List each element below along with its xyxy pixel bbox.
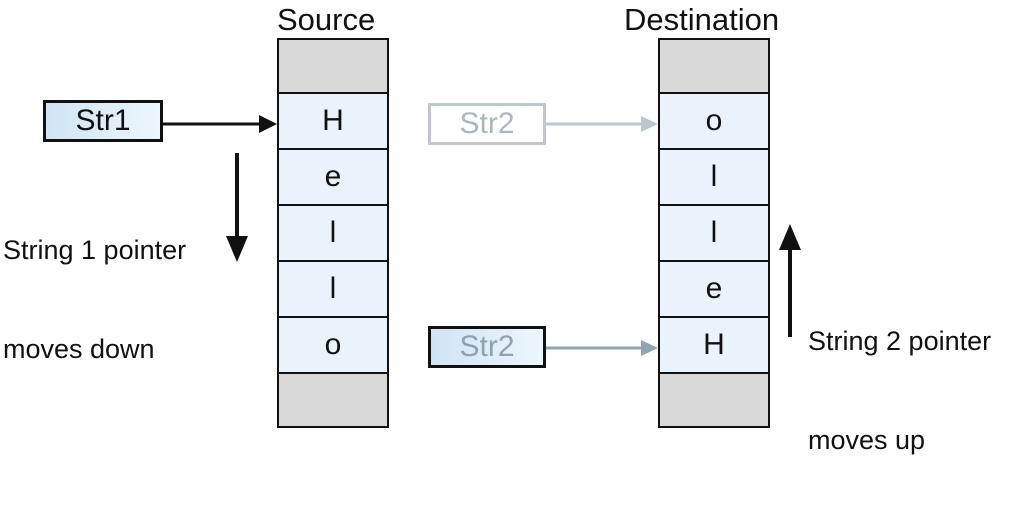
source-cell-2: e bbox=[279, 150, 387, 206]
str2-start-to-destination-arrow bbox=[546, 116, 658, 132]
source-cell-1: H bbox=[279, 94, 387, 150]
str1-pointer-box: Str1 bbox=[43, 100, 163, 142]
string1-note-line2: moves down bbox=[3, 334, 155, 364]
destination-title: Destination bbox=[624, 2, 780, 37]
str2-pointer-box: Str2 bbox=[428, 326, 546, 368]
destination-cell-5: H bbox=[660, 318, 768, 374]
destination-cell-4: e bbox=[660, 262, 768, 318]
source-stack: H e l l o bbox=[277, 38, 389, 428]
source-title: Source bbox=[277, 2, 376, 37]
move-up-arrow bbox=[779, 224, 801, 337]
str1-to-source-arrow bbox=[163, 115, 277, 133]
str2-to-destination-arrow bbox=[546, 340, 658, 356]
arrows-layer bbox=[163, 115, 801, 356]
destination-cell-0 bbox=[660, 40, 768, 94]
source-cell-0 bbox=[279, 40, 387, 94]
source-cell-6 bbox=[279, 374, 387, 426]
destination-cell-2: l bbox=[660, 150, 768, 206]
destination-cell-3: l bbox=[660, 206, 768, 262]
destination-cell-1: o bbox=[660, 94, 768, 150]
source-cell-3: l bbox=[279, 206, 387, 262]
destination-cell-6 bbox=[660, 374, 768, 426]
string1-note: String 1 pointer moves down bbox=[3, 168, 186, 432]
string2-note-line1: String 2 pointer bbox=[808, 326, 992, 356]
source-cell-5: o bbox=[279, 318, 387, 374]
destination-stack: o l l e H bbox=[658, 38, 770, 428]
string-reverse-diagram: Source Destination H e l l o o l l e H S… bbox=[3, 2, 992, 456]
str2-start-pointer-box: Str2 bbox=[428, 103, 546, 145]
string1-note-line1: String 1 pointer bbox=[3, 235, 187, 265]
move-down-arrow bbox=[226, 153, 248, 262]
source-cell-4: l bbox=[279, 262, 387, 318]
